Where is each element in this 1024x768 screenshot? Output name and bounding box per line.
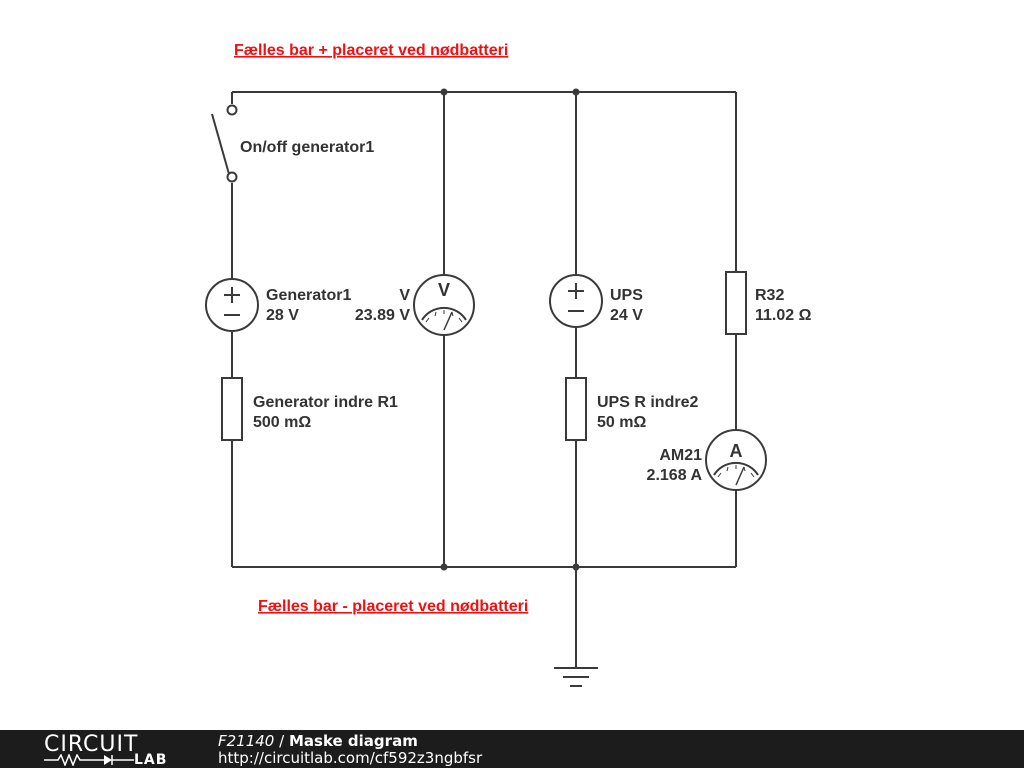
voltmeter-icon: V: [413, 274, 475, 336]
circuit-url-link[interactable]: http://circuitlab.com/cf592z3ngbfsr: [218, 749, 483, 767]
circuitlab-logo[interactable]: CIRCUIT LAB: [40, 732, 180, 768]
ups-value: 24 V: [610, 307, 643, 324]
ammeter-icon: A: [705, 429, 767, 491]
generator-resistor-icon: [221, 377, 243, 441]
switch-name: On/off generator1: [240, 139, 374, 156]
junction-dot: [572, 563, 580, 571]
r32-resistor-icon: [725, 271, 747, 335]
voltmeter-symbol: V: [438, 280, 450, 300]
circuit-id: F21140: [218, 732, 275, 750]
circuit-title: Maske diagram: [288, 732, 418, 750]
generator-name: Generator1: [266, 287, 351, 304]
generator-resistor-value: 500 mΩ: [253, 414, 311, 431]
junction-dot: [440, 563, 448, 571]
top-rail-label: Fælles bar + placeret ved nødbatteri: [234, 42, 508, 59]
r32-name: R32: [755, 287, 784, 304]
ammeter-value: 2.168 A: [647, 467, 703, 484]
footer-title: F21140 / Maske diagram: [218, 732, 418, 750]
title-separator: /: [279, 732, 285, 750]
ups-resistor-icon: [565, 377, 587, 441]
ups-name: UPS: [610, 287, 643, 304]
ups-source-icon: [549, 274, 603, 328]
logo-text-top: CIRCUIT: [44, 732, 139, 757]
wires: [231, 91, 737, 668]
logo-resistor-diode-icon: [44, 754, 134, 766]
ups-resistor-value: 50 mΩ: [597, 414, 646, 431]
generator-source-icon: [205, 278, 259, 332]
switch-icon: [211, 104, 238, 183]
ammeter-name: AM21: [659, 447, 702, 464]
junctions: [440, 88, 580, 571]
ammeter-symbol: A: [730, 441, 743, 461]
voltmeter-name: V: [399, 287, 410, 304]
ground-icon: [554, 667, 598, 687]
generator-resistor-name: Generator indre R1: [253, 394, 398, 411]
junction-dot: [572, 88, 580, 96]
voltmeter-value: 23.89 V: [355, 307, 410, 324]
ups-resistor-name: UPS R indre2: [597, 394, 698, 411]
footer-bar: CIRCUIT LAB F21140 / Maske diagram http:…: [0, 730, 1024, 768]
circuit-schematic: V A Fælles bar + placeret ved nødbatteri…: [205, 42, 812, 687]
r32-value: 11.02 Ω: [755, 307, 812, 324]
junction-dot: [440, 88, 448, 96]
generator-value: 28 V: [266, 307, 299, 324]
bottom-rail-label: Fælles bar - placeret ved nødbatteri: [258, 598, 528, 615]
logo-text-bottom: LAB: [134, 752, 168, 768]
